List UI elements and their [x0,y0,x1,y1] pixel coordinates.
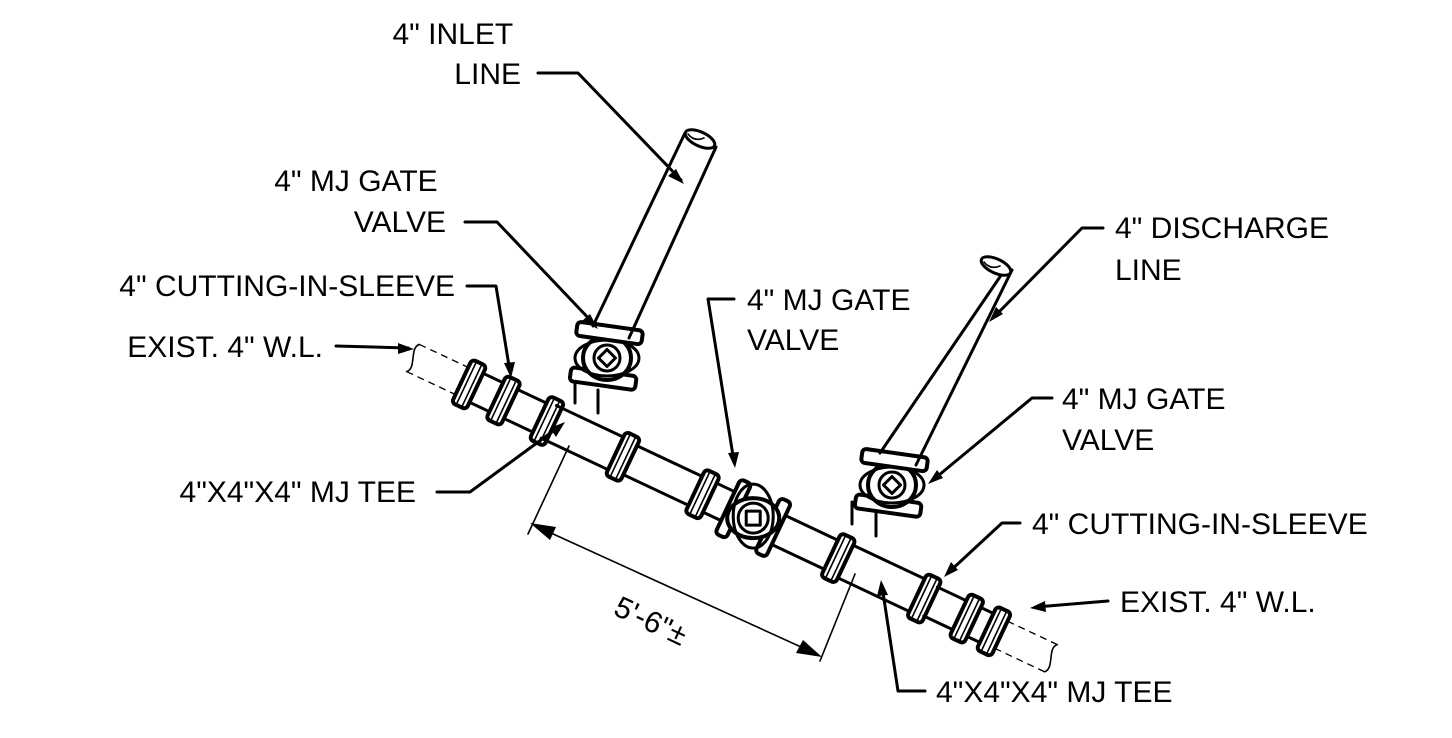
inlet-riser [567,128,718,415]
label-cutting-in-sleeve-right: 4" CUTTING-IN-SLEEVE [1032,508,1368,541]
tee-left [539,404,643,484]
label-exist-wl-right: EXIST. 4" W.L. [1120,586,1316,619]
center-gate-valve [714,478,793,558]
label-cutting-in-sleeve-left: 4" CUTTING-IN-SLEEVE [119,270,455,303]
discharge-riser [850,255,1014,538]
label-inlet-line: 4" INLET LINE [393,18,522,91]
dimension-label: 5'-6"± [609,590,692,652]
leaders [334,71,1110,693]
center-pipe [621,444,847,575]
cutting-in-sleeve-right [922,585,1014,659]
cutting-in-sleeve-left [449,357,567,449]
dimension-line: 5'-6"± [527,445,856,662]
main-water-line [405,343,1059,673]
tee-right [818,530,944,626]
label-tee-left: 4"X4"X4" MJ TEE [180,476,416,509]
existing-pipe-right [994,620,1059,673]
label-tee-right: 4"X4"X4" MJ TEE [936,676,1172,709]
label-exist-wl-left: EXIST. 4" W.L. [127,331,323,364]
label-gate-valve-discharge: 4" MJ GATE VALVE [1062,383,1234,457]
existing-pipe-left [405,343,470,396]
label-discharge-line: 4" DISCHARGE LINE [1115,212,1337,287]
label-gate-valve-inlet: 4" MJ GATE VALVE [274,165,446,239]
label-gate-valve-center: 4" MJ GATE VALVE [747,284,919,357]
